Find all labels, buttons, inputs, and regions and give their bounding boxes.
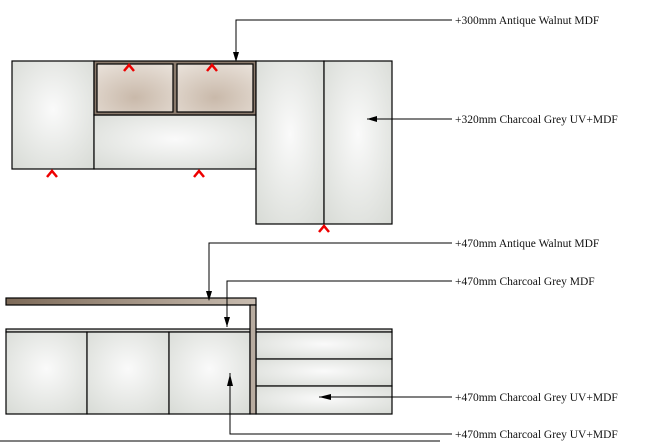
- upper-elevation: [11, 60, 393, 233]
- label-base-doors: +470mm Charcoal Grey UV+MDF: [455, 429, 618, 441]
- label-tall-unit: +320mm Charcoal Grey UV+MDF: [455, 114, 618, 126]
- lower-elevation: [0, 297, 440, 442]
- label-base-top: +470mm Charcoal Grey MDF: [455, 276, 595, 288]
- walnut-shelf-leg: [249, 304, 257, 415]
- opening-marker-icon: [46, 169, 58, 178]
- label-wall-unit: +300mm Antique Walnut MDF: [455, 15, 599, 27]
- left-tall-door: [11, 60, 95, 170]
- base-door-3: [168, 331, 251, 415]
- base-door-2: [86, 331, 170, 415]
- drawer-1: [255, 331, 393, 360]
- opening-marker-icon: [318, 224, 330, 233]
- opening-marker-icon: [123, 63, 135, 72]
- lower-center-panel: [93, 114, 257, 170]
- drawer-2: [255, 358, 393, 387]
- drawer-3: [255, 385, 393, 415]
- walnut-door-left: [96, 63, 174, 113]
- label-top-shelf: +470mm Antique Walnut MDF: [455, 238, 599, 250]
- walnut-door-right: [176, 63, 254, 113]
- tall-unit-left-door: [255, 60, 325, 225]
- opening-marker-icon: [193, 169, 205, 178]
- label-drawers: +470mm Charcoal Grey UV+MDF: [455, 392, 618, 404]
- walnut-top-shelf: [5, 297, 257, 306]
- base-door-1: [5, 331, 88, 415]
- tall-unit-right-door: [323, 60, 393, 225]
- leader-lines: [206, 19, 452, 435]
- opening-marker-icon: [206, 63, 218, 72]
